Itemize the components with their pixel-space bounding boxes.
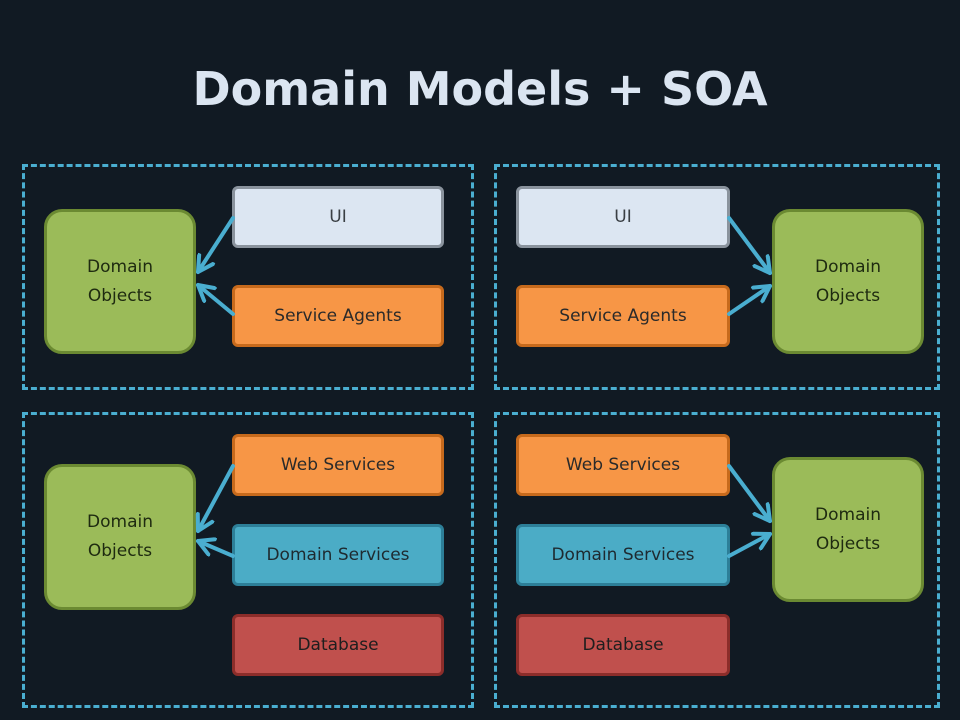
slide-title: Domain Models + SOA bbox=[192, 62, 768, 116]
domain-objects-box: Domain Objects bbox=[44, 209, 196, 354]
arrow-domain-services-to-domain-objects bbox=[196, 541, 235, 558]
quadrant-top-left bbox=[22, 164, 474, 390]
arrow-ui-to-domain-objects bbox=[196, 216, 235, 274]
domain-objects-box: Domain Objects bbox=[772, 209, 924, 354]
quadrant-bottom-right bbox=[494, 412, 940, 708]
web-services-box: Web Services bbox=[232, 434, 444, 496]
database-box: Database bbox=[232, 614, 444, 676]
service-agents-box: Service Agents bbox=[516, 285, 730, 347]
arrow-ui-to-domain-objects bbox=[727, 216, 772, 275]
domain-services-box: Domain Services bbox=[516, 524, 730, 586]
database-box: Database bbox=[516, 614, 730, 676]
ui-box: UI bbox=[516, 186, 730, 248]
service-agents-box: Service Agents bbox=[232, 285, 444, 347]
arrow-web-services-to-domain-objects bbox=[727, 464, 772, 523]
quadrant-bottom-left bbox=[22, 412, 474, 708]
domain-services-box: Domain Services bbox=[232, 524, 444, 586]
arrow-service-agents-to-domain-objects bbox=[727, 284, 772, 316]
arrow-domain-services-to-domain-objects bbox=[727, 534, 772, 558]
arrow-service-agents-to-domain-objects bbox=[196, 283, 235, 316]
domain-objects-box: Domain Objects bbox=[44, 464, 196, 610]
quadrant-top-right bbox=[494, 164, 940, 390]
domain-objects-box: Domain Objects bbox=[772, 457, 924, 602]
arrow-web-services-to-domain-objects bbox=[198, 464, 235, 533]
